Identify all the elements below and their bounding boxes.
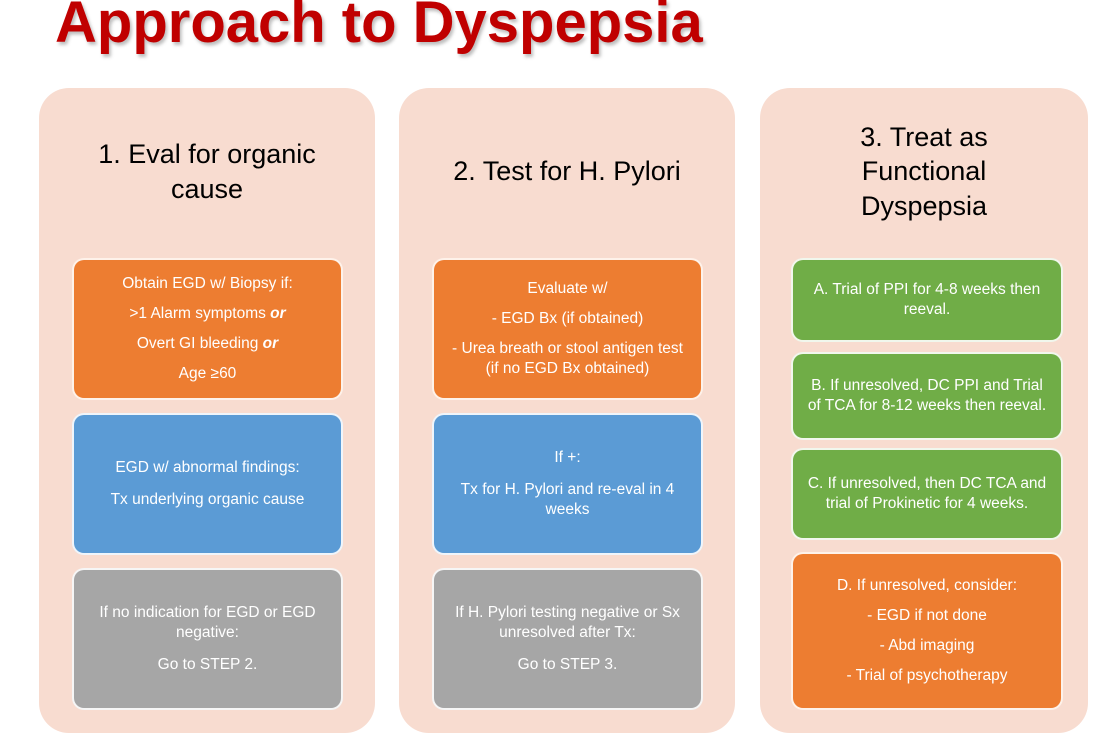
emphasis-or: or — [262, 335, 279, 352]
box-tca-trial: B. If unresolved, DC PPI and Trial of TC… — [791, 352, 1063, 440]
column-2-header: 2. Test for H. Pylori — [399, 88, 735, 255]
box-hpylori-negative-go-step-3: If H. Pylori testing negative or Sx unre… — [432, 568, 703, 710]
box-unresolved-consider: D. If unresolved, consider: - EGD if not… — [791, 552, 1063, 710]
text-line: - EGD Bx (if obtained) — [491, 309, 644, 327]
text-line: EGD w/ abnormal findings: — [115, 458, 300, 476]
text-line: - Urea breath or stool antigen test (if … — [452, 340, 683, 378]
box-egd-abnormal-findings: EGD w/ abnormal findings: Tx underlying … — [72, 413, 343, 555]
column-test-h-pylori: 2. Test for H. Pylori Evaluate w/ - EGD … — [399, 88, 735, 733]
box-prokinetic-trial: C. If unresolved, then DC TCA and trial … — [791, 448, 1063, 540]
column-3-header-label: 3. Treat as Functional Dyspepsia — [860, 121, 988, 221]
text-line: Overt GI bleeding or — [136, 335, 279, 352]
box-obtain-egd-criteria: Obtain EGD w/ Biopsy if: >1 Alarm sympto… — [72, 258, 343, 400]
box-ppi-trial: A. Trial of PPI for 4-8 weeks then reeva… — [791, 258, 1063, 342]
column-treat-functional-dyspepsia: 3. Treat as Functional Dyspepsia A. Tria… — [760, 88, 1088, 733]
text-line: Go to STEP 3. — [517, 656, 618, 674]
text-line: B. If unresolved, DC PPI and Trial of TC… — [807, 376, 1047, 414]
page-title: Approach to Dyspepsia — [55, 0, 703, 55]
box-hpylori-positive: If +: Tx for H. Pylori and re-eval in 4 … — [432, 413, 703, 555]
emphasis-or: or — [270, 304, 286, 322]
text-line: Evaluate w/ — [527, 279, 608, 297]
text-line: - Trial of psychotherapy — [846, 667, 1008, 685]
column-1-header: 1. Eval for organic cause — [39, 88, 375, 255]
box-hpylori-evaluate: Evaluate w/ - EGD Bx (if obtained) - Ure… — [432, 258, 703, 400]
text-line: Go to STEP 2. — [157, 656, 258, 674]
column-1-header-label: 1. Eval for organic cause — [98, 138, 316, 204]
column-3-header: 3. Treat as Functional Dyspepsia — [760, 88, 1088, 255]
text-line: If +: — [554, 448, 581, 466]
column-2-header-label: 2. Test for H. Pylori — [453, 156, 681, 187]
text-line: Obtain EGD w/ Biopsy if: — [122, 274, 293, 292]
box-no-egd-go-step-2: If no indication for EGD or EGD negative… — [72, 568, 343, 710]
text-line: If H. Pylori testing negative or Sx unre… — [455, 603, 680, 641]
text-line: Tx for H. Pylori and re-eval in 4 weeks — [460, 480, 675, 519]
text-line: - Abd imaging — [879, 637, 975, 654]
text-line: If no indication for EGD or EGD negative… — [99, 603, 316, 641]
text-line: D. If unresolved, consider: — [836, 576, 1018, 594]
column-eval-organic-cause: 1. Eval for organic cause Obtain EGD w/ … — [39, 88, 375, 733]
text-line: - EGD if not done — [867, 606, 987, 624]
text-line: Age ≥60 — [178, 365, 237, 383]
text-line: C. If unresolved, then DC TCA and trial … — [807, 474, 1047, 512]
text-line: Tx underlying organic cause — [110, 491, 305, 508]
text-line: >1 Alarm symptoms or — [129, 304, 286, 322]
text-line: A. Trial of PPI for 4-8 weeks then reeva… — [813, 280, 1041, 318]
